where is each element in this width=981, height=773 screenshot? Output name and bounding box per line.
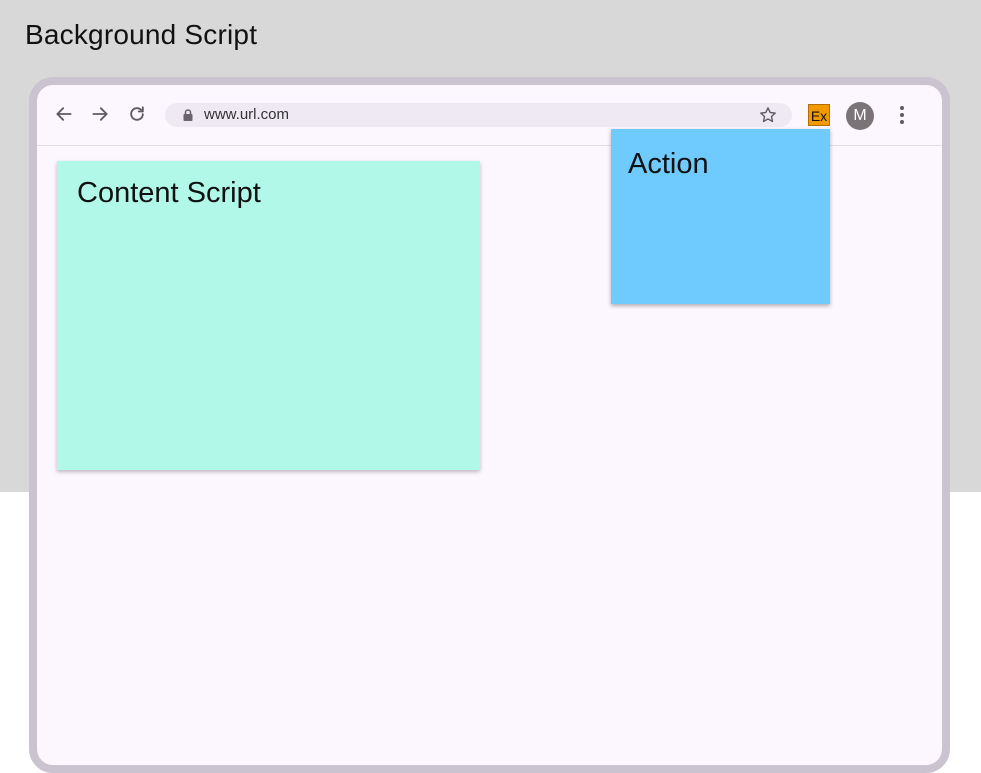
lock-icon [183,109,193,121]
browser-toolbar: www.url.com Ex M [37,85,942,146]
content-script-box: Content Script [57,161,480,470]
star-icon[interactable] [758,105,778,125]
kebab-menu-icon[interactable] [892,103,912,127]
extension-icon[interactable]: Ex [808,104,830,126]
action-label: Action [628,148,709,180]
arrow-right-icon[interactable] [88,102,112,126]
background-script-title: Background Script [25,19,258,50]
reload-icon[interactable] [125,102,149,126]
content-script-label: Content Script [77,177,261,209]
arrow-left-icon[interactable] [52,102,76,126]
address-bar[interactable]: www.url.com [165,103,792,127]
avatar[interactable]: M [846,102,874,130]
url-text[interactable]: www.url.com [204,106,290,123]
browser-window: www.url.com Ex M Content Script Action [29,77,950,773]
action-popup-box: Action [611,129,830,304]
